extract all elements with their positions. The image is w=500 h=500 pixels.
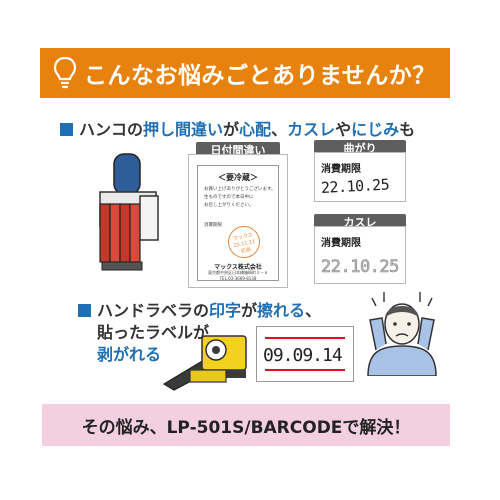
panel-date-error: ＜要冷蔵＞ お買い上げありがとうございます。 生ものですので本日中に お召し上が… bbox=[188, 154, 288, 288]
lightbulb-icon bbox=[53, 56, 77, 89]
square-bullet-icon bbox=[78, 304, 91, 317]
section-heading-stamp: ハンコの押し間違いが心配、カスレやにじみも bbox=[60, 116, 415, 140]
faded-date: 22.10.25 bbox=[321, 257, 400, 278]
product-label: ＜要冷蔵＞ お買い上げありがとうございます。 生ものですので本日中に お召し上が… bbox=[197, 165, 279, 281]
date-stamp-illustration bbox=[99, 153, 159, 271]
red-line-bottom bbox=[265, 369, 345, 371]
solution-banner: その悩み、LP-501S/BARCODEで解決！ bbox=[42, 404, 450, 446]
panel-faded: 消費期限 22.10.25 bbox=[314, 226, 406, 284]
hand-labeler-illustration bbox=[162, 335, 247, 391]
panel-print-smudge: 09.09.14 bbox=[256, 326, 354, 382]
date-stamp-mark: マックス 25.11.11 初島 bbox=[225, 223, 263, 261]
top-banner: こんなお悩みごとありませんか？ bbox=[40, 48, 450, 98]
panel-curved: 消費期限 22.10.25 bbox=[314, 152, 406, 202]
red-line-top bbox=[265, 337, 345, 339]
section-heading-labeler: ハンドラベラの印字が擦れる、 貼ったラベルが 剥がれる bbox=[78, 300, 321, 366]
square-bullet-icon bbox=[60, 123, 73, 136]
worried-person-illustration bbox=[367, 292, 437, 376]
curved-date: 22.10.25 bbox=[320, 175, 390, 197]
banner-title: こんなお悩みごとありませんか？ bbox=[84, 63, 436, 89]
printed-digits: 09.09.14 bbox=[263, 345, 343, 366]
